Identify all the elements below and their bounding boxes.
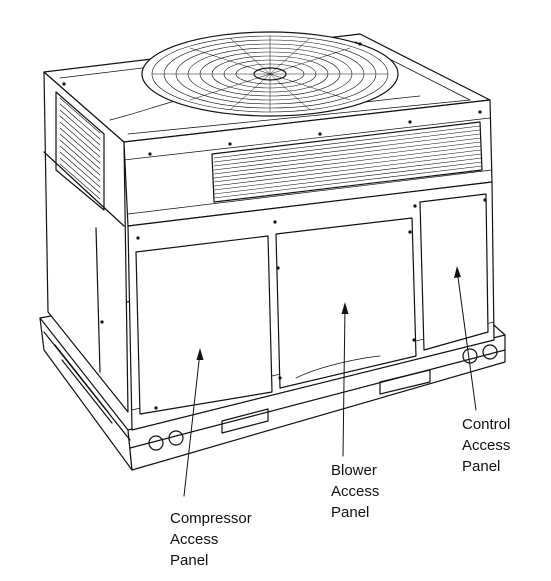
leader-arrowheads [196, 266, 461, 360]
callout-line: Panel [331, 504, 370, 521]
control-access-panel [419, 193, 489, 351]
base-rail [39, 249, 506, 471]
control-callout: Control Access Panel [462, 414, 510, 477]
compressor-arrow [196, 348, 204, 360]
blower-access-panel [275, 217, 417, 389]
panel-screws [62, 42, 487, 410]
callout-line: Panel [462, 458, 501, 475]
compressor-callout: Compressor Access Panel [170, 508, 252, 571]
callout-line: Compressor [170, 510, 252, 527]
front-louver [211, 121, 483, 203]
side-vent [55, 91, 105, 211]
blower-arrow [341, 302, 349, 314]
fork-slot [379, 369, 431, 395]
control-leader [456, 269, 477, 411]
control-arrow [454, 266, 461, 278]
fork-slot [221, 408, 269, 434]
leader-lines [183, 269, 477, 497]
knockout-hole [148, 435, 164, 451]
callout-line: Blower [331, 462, 377, 479]
knockout-hole [168, 430, 184, 446]
cabinet-front-upper [123, 99, 493, 227]
compressor-access-panel [135, 235, 273, 415]
callout-line: Access [170, 531, 219, 548]
blower-callout: Blower Access Panel [331, 460, 379, 523]
fan-grille [141, 31, 399, 117]
compressor-leader [183, 351, 201, 497]
knockout-hole [482, 344, 498, 360]
blower-leader [342, 305, 346, 457]
callout-line: Panel [170, 552, 209, 569]
callout-line: Access [462, 437, 511, 454]
callout-line: Access [331, 483, 380, 500]
callout-line: Control [462, 416, 511, 433]
